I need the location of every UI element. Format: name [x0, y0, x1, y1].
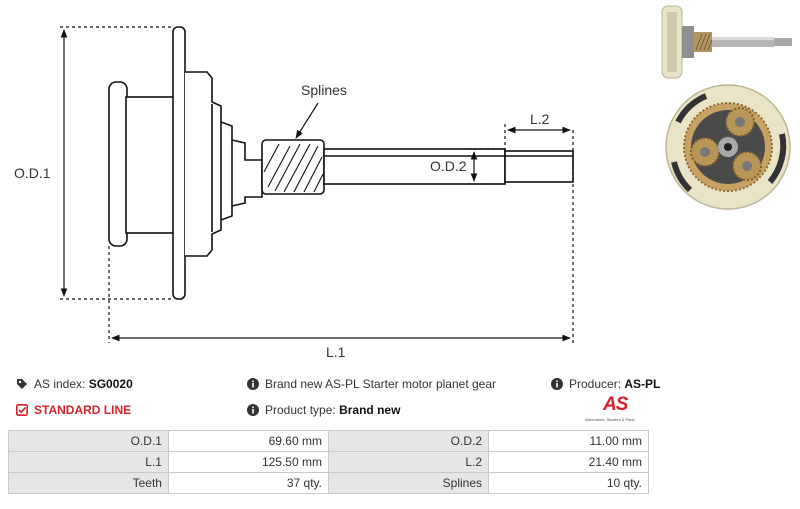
l1-label: L.1 [326, 344, 346, 360]
spec-value: 125.50 mm [167, 451, 329, 473]
product-type-label: Product type: [265, 403, 336, 417]
spec-value: 10 qty. [488, 472, 649, 494]
specs-table: O.D.1 69.60 mm O.D.2 11.00 mm L.1 125.50… [8, 430, 649, 494]
l2-label: L.2 [530, 111, 550, 127]
spec-value: 37 qty. [167, 472, 329, 494]
product-photo-top [665, 84, 791, 210]
standard-line: STANDARD LINE [16, 403, 131, 417]
checkbox-icon [16, 404, 28, 416]
spec-label: O.D.2 [327, 430, 490, 452]
spec-value: 21.40 mm [488, 451, 649, 473]
od2-label: O.D.2 [430, 158, 467, 174]
spec-label: L.1 [8, 451, 169, 473]
technical-drawing: O.D.1 O.D.2 L.1 L.2 Splines [14, 26, 574, 360]
logo-text: AS [603, 394, 628, 415]
as-index: AS index: SG0020 [16, 377, 133, 391]
spec-label: L.2 [327, 451, 490, 473]
spec-value: 69.60 mm [167, 430, 329, 452]
od1-label: O.D.1 [14, 165, 51, 181]
description: Brand new AS-PL Starter motor planet gea… [247, 377, 496, 391]
producer: Producer: AS-PL [551, 377, 660, 391]
info-icon [551, 378, 563, 390]
standard-line-text: STANDARD LINE [34, 403, 132, 417]
as-index-label: AS index: [34, 377, 86, 391]
product-photo-side [661, 5, 792, 79]
splines-label: Splines [301, 82, 347, 98]
table-row: Teeth 37 qty. Splines 10 qty. [8, 472, 649, 494]
product-type-value: Brand new [339, 403, 401, 417]
table-row: O.D.1 69.60 mm O.D.2 11.00 mm [8, 430, 649, 452]
spec-value: 11.00 mm [488, 430, 649, 452]
table-row: L.1 125.50 mm L.2 21.40 mm [8, 451, 649, 473]
spec-label: O.D.1 [8, 430, 169, 452]
tag-icon [17, 379, 27, 389]
info-icon [247, 378, 259, 390]
as-index-value: SG0020 [88, 377, 133, 391]
spec-label: Teeth [8, 472, 169, 494]
info-icon [247, 404, 259, 416]
producer-label: Producer: [569, 377, 622, 391]
as-pl-logo: AS Alternators, Starters & Parts [585, 394, 651, 426]
description-text: Brand new AS-PL Starter motor planet gea… [265, 377, 497, 391]
logo-tagline: Alternators, Starters & Parts [585, 417, 635, 422]
spec-label: Splines [327, 472, 490, 494]
product-type: Product type: Brand new [247, 403, 400, 417]
producer-value: AS-PL [624, 377, 661, 391]
